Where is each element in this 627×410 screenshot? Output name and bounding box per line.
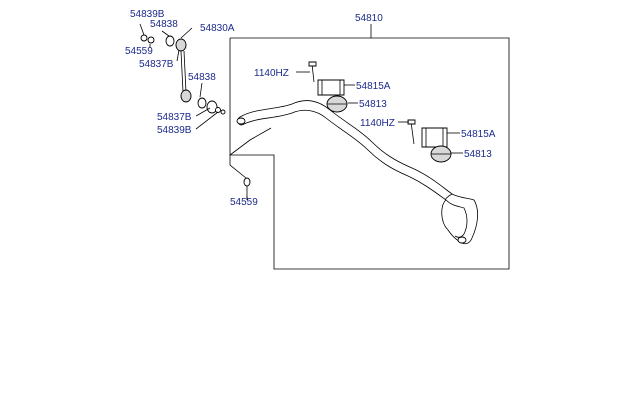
left-bracket-group [308,61,348,113]
label-main-bar: 54810 [355,13,383,24]
right-bracket-group [407,119,452,163]
stabilizer-link [140,34,226,115]
leader-lines [139,23,463,200]
label-washer-bottom: 54559 [230,197,258,208]
label-bracket-left: 54815A [356,81,391,92]
label-bolt-left: 1140HZ [254,68,289,79]
label-bushing-right: 54813 [464,149,492,160]
stabilizer-bar [236,100,478,245]
label-link-assy: 54830A [200,23,235,34]
label-link-nut-top: 54839B [130,9,165,20]
label-link-bush-top: 54838 [150,19,178,30]
label-link-bush-low: 54838 [188,72,216,83]
label-bolt-right: 1140HZ [360,118,395,129]
label-bracket-right: 54815A [461,129,496,140]
label-washer-top: 54559 [125,46,153,57]
label-link-nut-low: 54839B [157,125,192,136]
label-link-bush-low-b: 54837B [157,112,192,123]
lower-washer [229,127,272,200]
label-link-bush-top-b: 54837B [139,59,174,70]
label-bushing-left: 54813 [359,99,387,110]
